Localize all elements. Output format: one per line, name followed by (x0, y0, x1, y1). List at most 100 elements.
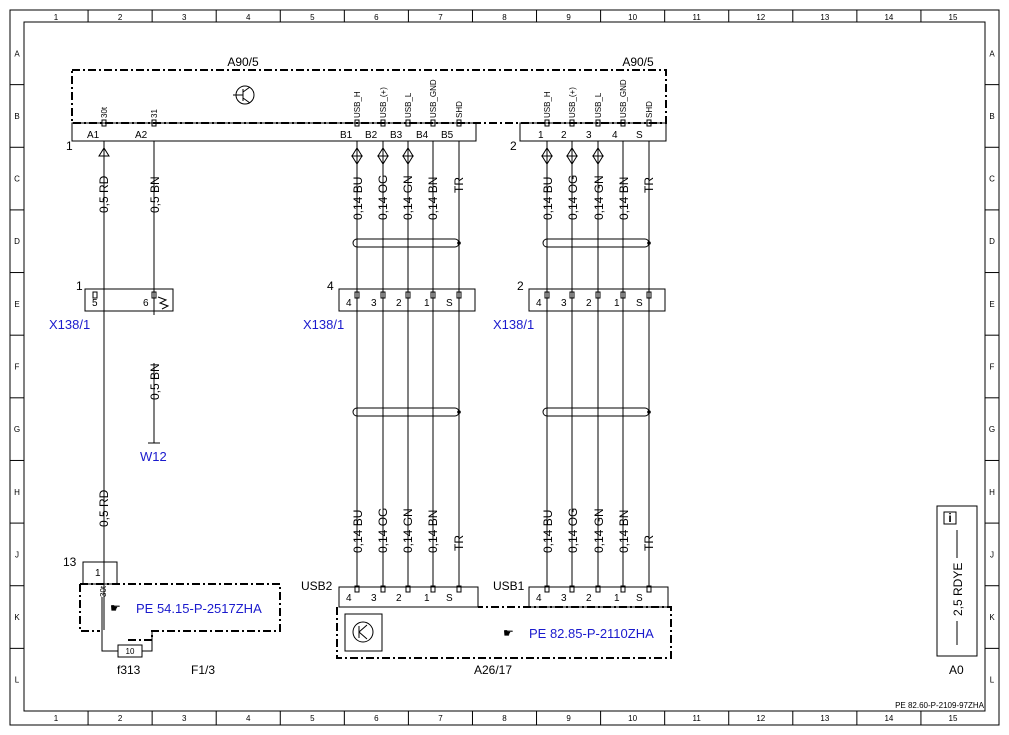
pin-label: 1 (538, 130, 544, 141)
pin-label: S (636, 593, 643, 604)
wire-label: 0,14 BU (351, 177, 365, 220)
x138-left-number: 1 (76, 279, 83, 293)
direction-marker (377, 155, 389, 165)
pin-label: S (446, 298, 453, 309)
module-a90-label-left: A90/5 (227, 55, 259, 69)
pointing-hand-icon: ☛ (503, 626, 514, 640)
grid-column-label: 5 (310, 13, 315, 22)
f1-reference[interactable]: PE 54.15-P-2517ZHA (136, 601, 262, 616)
grid-column-label: 1 (54, 13, 59, 22)
grid-column-label: 9 (566, 714, 571, 723)
pin-label: 5 (92, 298, 98, 309)
signal-label: SHD (645, 101, 654, 118)
shield-dot (457, 410, 461, 414)
pin-label: 3 (586, 130, 592, 141)
grid-column-label: 2 (118, 714, 123, 723)
pin-marker (405, 585, 411, 593)
ground-w12: W12 (140, 442, 167, 464)
wire-labels-usb2-upper: 0,14 BU 0,14 OG 0,14 GN 0,14 BN TR (351, 175, 466, 220)
grid-column-label: 14 (884, 13, 893, 22)
fuse-box-f1-3: 13 1 30t ☛ PE 54.15-P-2517ZHA 10 f313 F1… (63, 555, 281, 677)
wire-label: 0,14 OG (566, 175, 580, 220)
pin-marker (646, 291, 652, 299)
signal-label: USB_H (353, 91, 362, 118)
grid-column-label: 3 (182, 714, 187, 723)
wire-label: 0,14 GN (401, 175, 415, 220)
grid-row-label: G (989, 425, 995, 434)
signal-label: 30t (100, 106, 109, 118)
a26-reference[interactable]: PE 82.85-P-2110ZHA (529, 626, 654, 641)
wire-label: TR (452, 535, 466, 551)
module-a90-label-right: A90/5 (622, 55, 654, 69)
pin-label: 2 (586, 298, 592, 309)
signal-label: USB_(+) (568, 87, 577, 118)
signal-label: USB_L (594, 92, 603, 118)
grid-row-label: G (14, 425, 20, 434)
pin-marker (405, 291, 411, 299)
f1-pin: 1 (95, 568, 101, 579)
wire-label: 0,14 BN (426, 177, 440, 220)
pin-label: 4 (346, 593, 352, 604)
wire-label: 0,14 GN (401, 508, 415, 553)
pin-marker (620, 291, 626, 299)
resistor-zigzag (157, 296, 170, 310)
wire-label: 0,14 GN (592, 175, 606, 220)
grid-row-label: L (15, 676, 20, 685)
grid-row-label: C (14, 175, 20, 184)
grid-column-label: 12 (756, 714, 765, 723)
wire-label: 0,14 OG (566, 508, 580, 553)
x138-right-name: X138/1 (493, 317, 534, 332)
svg-text:☛: ☛ (503, 626, 514, 640)
grid-row-label: H (14, 488, 20, 497)
pin-label: B3 (390, 130, 403, 141)
grid-row-label: B (989, 112, 994, 121)
grid-column-label: 7 (438, 13, 443, 22)
transistor-icon (233, 85, 255, 105)
pin-marker (380, 291, 386, 299)
module-a26-17: USB2 USB1 4 3 2 1 S 4 3 2 1 S ☛ PE 82.85… (301, 579, 672, 677)
grid-row-label: K (14, 613, 20, 622)
grid-column-label: 10 (628, 714, 637, 723)
grid-column-label: 2 (118, 13, 123, 22)
pin-marker (595, 291, 601, 299)
usb2-label: USB2 (301, 579, 333, 593)
direction-marker (541, 155, 553, 165)
signal-label: SHD (455, 101, 464, 118)
pin-label: 3 (371, 593, 377, 604)
pin-label: 4 (536, 298, 542, 309)
grid-column-label: 4 (246, 714, 251, 723)
pin-label: 1 (424, 593, 430, 604)
pin-marker (544, 585, 550, 593)
shield-marker (352, 238, 460, 248)
grid-column-label: 6 (374, 714, 379, 723)
pin-marker (569, 291, 575, 299)
shield-dot (647, 410, 651, 414)
grid-row-label: E (14, 300, 19, 309)
grid-row-label: A (14, 49, 20, 58)
usb1-label: USB1 (493, 579, 525, 593)
wire-label: 0,14 OG (376, 508, 390, 553)
wire-label: TR (642, 535, 656, 551)
x138-mid-name: X138/1 (303, 317, 344, 332)
grid-row-label: A (989, 49, 995, 58)
pin-marker (354, 585, 360, 593)
grid-column-label: 15 (949, 13, 958, 22)
grid-column-label: 12 (756, 13, 765, 22)
pin-marker (646, 585, 652, 593)
pin-label: A2 (135, 130, 148, 141)
wire-label: TR (452, 177, 466, 193)
fuse-name: f313 (117, 663, 141, 677)
x138-right-number: 2 (517, 279, 524, 293)
pin-label: 2 (396, 298, 402, 309)
pin-label: 4 (536, 593, 542, 604)
pin-marker (544, 291, 550, 299)
grid-row-label: F (15, 363, 20, 372)
wire-labels-usb1-lower: 0,14 BU 0,14 OG 0,14 GN 0,14 BN TR (541, 508, 656, 553)
signal-label: USB_L (404, 92, 413, 118)
wire-label: 0,14 BU (541, 510, 555, 553)
wire-labels-usb1-upper: 0,14 BU 0,14 OG 0,14 GN 0,14 BN TR (541, 175, 656, 220)
pin-label: 1 (424, 298, 430, 309)
grid-row-label: E (989, 300, 994, 309)
x138-mid-number: 4 (327, 279, 334, 293)
shield-marker (542, 407, 650, 417)
